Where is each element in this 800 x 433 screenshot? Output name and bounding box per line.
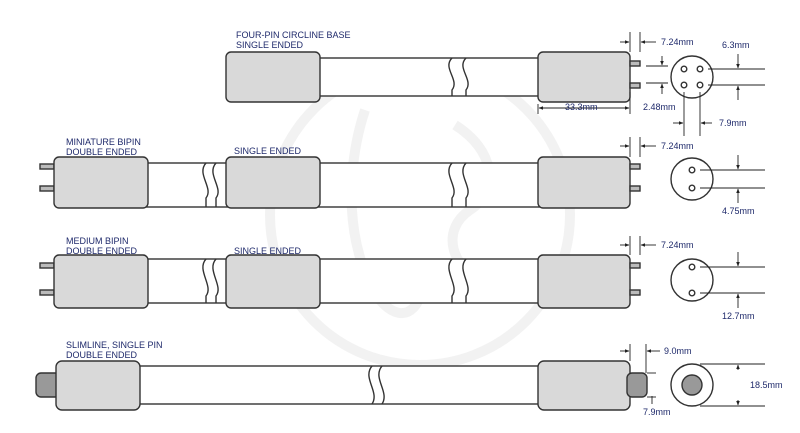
- mini-bipin-single-ended-label: SINGLE ENDED: [234, 146, 302, 156]
- slimline-pin-diameter-label: 7.9mm: [643, 407, 671, 417]
- mini-bipin-pin-length-label: 7.24mm: [661, 141, 694, 151]
- mini-bipin-lamp: [39, 156, 641, 209]
- medium-bipin-face: [670, 258, 714, 302]
- mini-bipin-title: MINIATURE BIPIN: [66, 137, 141, 147]
- four-pin-subtitle: SINGLE ENDED: [236, 40, 304, 50]
- slimline-subtitle: DOUBLE ENDED: [66, 350, 138, 360]
- medium-bipin-title: MEDIUM BIPIN: [66, 236, 129, 246]
- slimline-pin-length-label: 9.0mm: [664, 346, 692, 356]
- mini-bipin-subtitle: DOUBLE ENDED: [66, 147, 138, 157]
- four-pin-pin: [629, 60, 641, 67]
- mini-bipin-face: [670, 157, 714, 201]
- medium-bipin-single-ended-label: SINGLE ENDED: [234, 246, 302, 256]
- medium-bipin-pin-length-label: 7.24mm: [661, 240, 694, 250]
- four-pin-lamp: [225, 51, 641, 103]
- four-pin-pin-length-label: 7.24mm: [661, 37, 694, 47]
- slimline-base-diameter-label: 18.5mm: [750, 380, 783, 390]
- four-pin-face: [670, 55, 714, 99]
- mini-bipin-dimension-lines: [620, 137, 765, 203]
- four-pin-pin-spacing-label: 2.48mm: [643, 102, 676, 112]
- four-pin-title: FOUR-PIN CIRCLINE BASE: [236, 30, 351, 40]
- four-pin-pin: [629, 82, 641, 89]
- four-pin-right-base: [537, 51, 631, 103]
- four-pin-base-length-label: 33.3mm: [565, 102, 598, 112]
- four-pin-left-base: [225, 51, 321, 103]
- medium-bipin-dimension-lines: [620, 236, 765, 308]
- medium-bipin-pin-spacing-label: 12.7mm: [722, 311, 755, 321]
- medium-bipin-lamp: [39, 254, 641, 309]
- four-pin-dimension-lines: [537, 32, 765, 136]
- medium-bipin-subtitle: DOUBLE ENDED: [66, 246, 138, 256]
- watermark-logo: [265, 60, 575, 370]
- mini-bipin-pin-spacing-label: 4.75mm: [722, 206, 755, 216]
- slimline-face: [670, 363, 714, 407]
- four-pin-face-horizontal-label: 7.9mm: [719, 118, 747, 128]
- four-pin-face-vertical-label: 6.3mm: [722, 40, 750, 50]
- slimline-dimension-lines: [620, 344, 765, 407]
- slimline-lamp: [35, 360, 648, 411]
- slimline-title: SLIMLINE, SINGLE PIN: [66, 340, 163, 350]
